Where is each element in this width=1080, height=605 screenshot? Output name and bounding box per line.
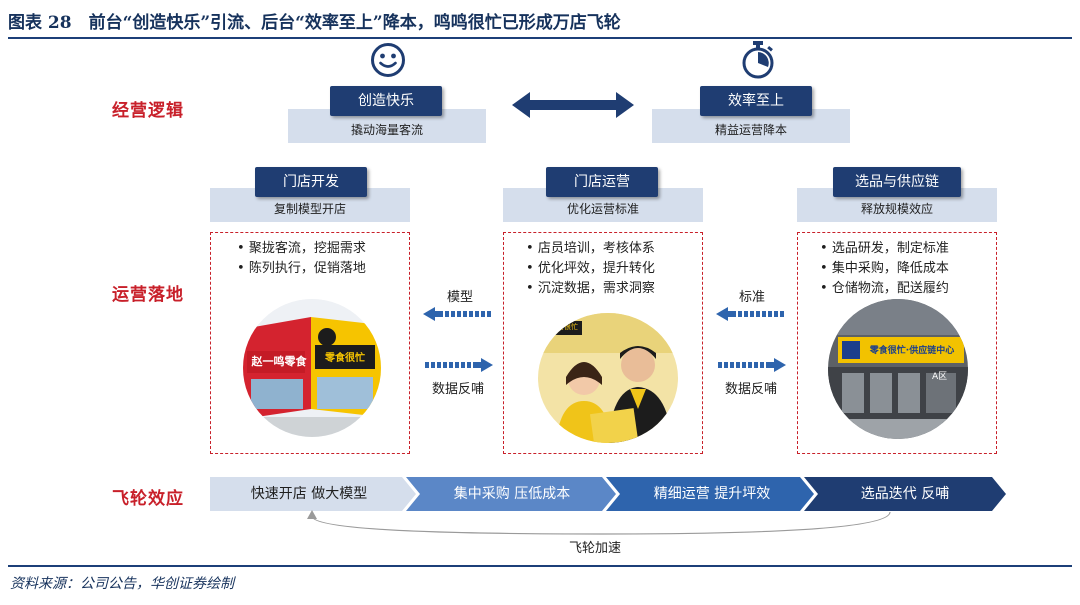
pillar-2-box: 店员培训，考核体系 优化坪效，提升转化 沉淀数据，需求洞察 零食很忙 (503, 232, 703, 454)
flywheel-segment: 精细运营 提升坪效 (653, 486, 771, 502)
bullet: 集中采购，降低成本 (820, 259, 949, 279)
bullet: 沉淀数据，需求洞察 (526, 279, 655, 299)
pillar-1-pill: 门店开发 (255, 167, 367, 197)
staff-photo: 零食很忙 (538, 313, 678, 443)
pillar-2-bullets: 店员培训，考核体系 优化坪效，提升转化 沉淀数据，需求洞察 (526, 239, 655, 299)
stopwatch-icon (739, 40, 777, 80)
left-arrow-icon (716, 306, 786, 321)
loop-label: 飞轮加速 (568, 541, 621, 556)
right-arrow-icon (716, 357, 786, 372)
source-note: 资料来源：公司公告，华创证券绘制 (10, 576, 234, 592)
store-sign-yellow: 零食很忙 (325, 353, 365, 364)
connector-label-model: 模型 (446, 290, 473, 305)
pillar-2-sub: 优化运营标准 (503, 188, 703, 222)
logic-left-pill: 创造快乐 (330, 86, 442, 116)
logic-right-pill: 效率至上 (700, 86, 812, 116)
pillar-3-box: 选品研发，制定标准 集中采购，降低成本 仓储物流，配送履约 零食很忙·供应链中心… (797, 232, 997, 454)
flywheel-segment: 快速开店 做大模型 (250, 486, 368, 502)
flywheel-band: 快速开店 做大模型 集中采购 压低成本 精细运营 提升坪效 选品迭代 反哺 (210, 476, 1010, 512)
bullet: 优化坪效，提升转化 (526, 259, 655, 279)
pillar-3-bullets: 选品研发，制定标准 集中采购，降低成本 仓储物流，配送履约 (820, 239, 949, 299)
footer-rule (8, 565, 1072, 567)
bullet: 陈列执行，促销落地 (237, 259, 366, 279)
pillar-2-pill: 门店运营 (546, 167, 658, 197)
figure-title: 图表 28 前台“创造快乐”引流、后台“效率至上”降本，鸣鸣很忙已形成万店飞轮 (8, 13, 621, 33)
pillar-1-box: 聚拢客流，挖掘需求 陈列执行，促销落地 赵一鸣零食 零食很忙 (210, 232, 410, 454)
staff-sign: 零食很忙 (550, 323, 578, 331)
connector-label-standard: 标准 (738, 290, 765, 305)
bullet: 店员培训，考核体系 (526, 239, 655, 259)
store-sign-red: 赵一鸣零食 (251, 355, 307, 368)
bullet: 仓储物流，配送履约 (820, 279, 949, 299)
left-arrow-icon (423, 306, 493, 321)
flywheel-segment: 选品迭代 反哺 (860, 486, 950, 502)
double-arrow-icon (512, 90, 634, 120)
bullet: 选品研发，制定标准 (820, 239, 949, 259)
right-arrow-icon (423, 357, 493, 372)
warehouse-photo: 零食很忙·供应链中心 A区 (828, 299, 968, 439)
title-rule (8, 37, 1072, 39)
warehouse-sign: 零食很忙·供应链中心 (869, 346, 955, 356)
loop-arrow-icon (292, 510, 912, 536)
warehouse-zone-sign: A区 (932, 372, 948, 382)
bullet: 聚拢客流，挖掘需求 (237, 239, 366, 259)
flywheel-segment: 集中采购 压低成本 (453, 486, 571, 502)
pillar-3-pill: 选品与供应链 (833, 167, 961, 197)
smiley-icon (370, 42, 406, 78)
pillar-1-bullets: 聚拢客流，挖掘需求 陈列执行，促销落地 (237, 239, 366, 279)
connector-label-feedback-right: 数据反哺 (724, 382, 777, 397)
row-label-flywheel: 飞轮效应 (112, 489, 184, 509)
connector-label-feedback-left: 数据反哺 (431, 382, 484, 397)
storefront-photo: 赵一鸣零食 零食很忙 (243, 299, 381, 437)
row-label-logic: 经营逻辑 (112, 101, 184, 121)
row-label-landing: 运营落地 (112, 285, 184, 305)
